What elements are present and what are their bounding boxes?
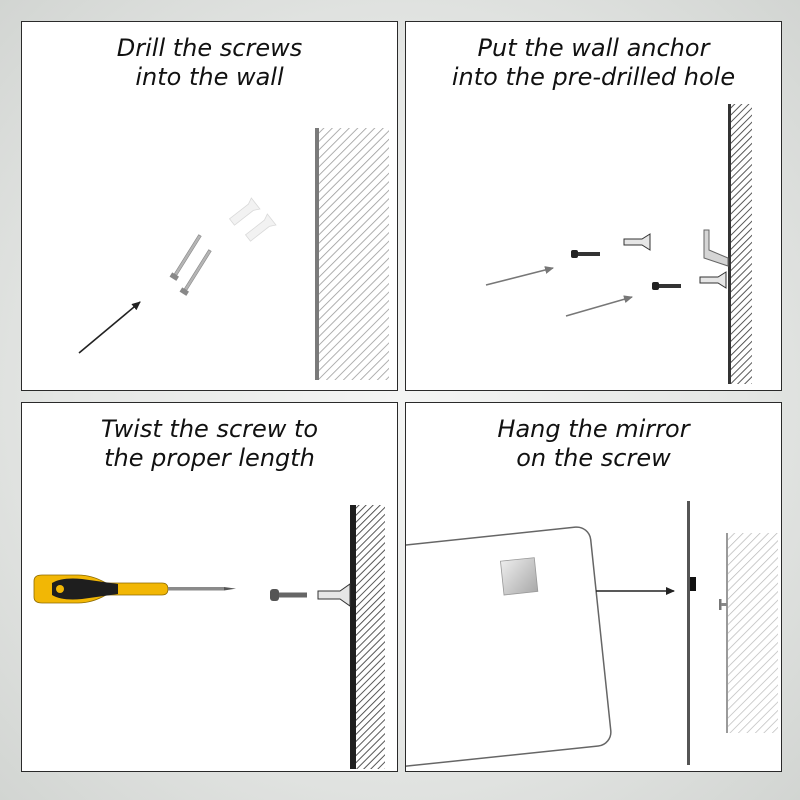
wall-edge — [728, 104, 731, 384]
mirror-bracket — [690, 577, 696, 591]
screw — [652, 282, 681, 290]
wall-edge — [315, 128, 319, 380]
wall-anchor — [699, 271, 727, 289]
mirror — [406, 526, 612, 769]
step-panel-drill: Drill the screws into the wall — [21, 21, 398, 391]
step-panel-twist: Twist the screw to the proper length — [21, 402, 398, 772]
wall — [355, 505, 385, 769]
wall — [730, 104, 752, 384]
direction-arrow — [78, 301, 141, 354]
wall-edge — [350, 505, 356, 769]
direction-arrow — [485, 266, 554, 286]
step-caption: Drill the screws into the wall — [116, 34, 303, 91]
drill-illustration — [78, 128, 389, 380]
hang-illustration — [406, 501, 778, 769]
anchor-illustration — [485, 104, 752, 384]
screw — [571, 250, 600, 258]
step-panel-hang: Hang the mirror on the screw — [405, 402, 782, 772]
wall-anchor — [244, 213, 277, 242]
step-caption: Put the wall anchor into the pre-drilled… — [451, 34, 736, 91]
mirror-bracket — [703, 229, 729, 267]
screw — [169, 234, 202, 281]
twist-illustration — [33, 505, 385, 769]
direction-arrow — [565, 295, 633, 317]
screw — [719, 599, 727, 610]
step-caption: Hang the mirror on the screw — [497, 415, 690, 472]
step-panel-anchor: Put the wall anchor into the pre-drilled… — [405, 21, 782, 391]
screw — [179, 249, 212, 296]
wall-edge — [726, 533, 728, 733]
wall — [315, 128, 389, 380]
mirror-bracket — [500, 557, 539, 596]
mirror-side-profile — [687, 501, 690, 765]
screwdriver — [33, 574, 236, 604]
wall-anchor — [317, 583, 351, 607]
wall-anchor — [228, 197, 261, 226]
screw — [270, 589, 307, 601]
wall — [726, 533, 778, 733]
step-caption: Twist the screw to the proper length — [100, 415, 319, 472]
wall-anchor — [623, 233, 651, 251]
